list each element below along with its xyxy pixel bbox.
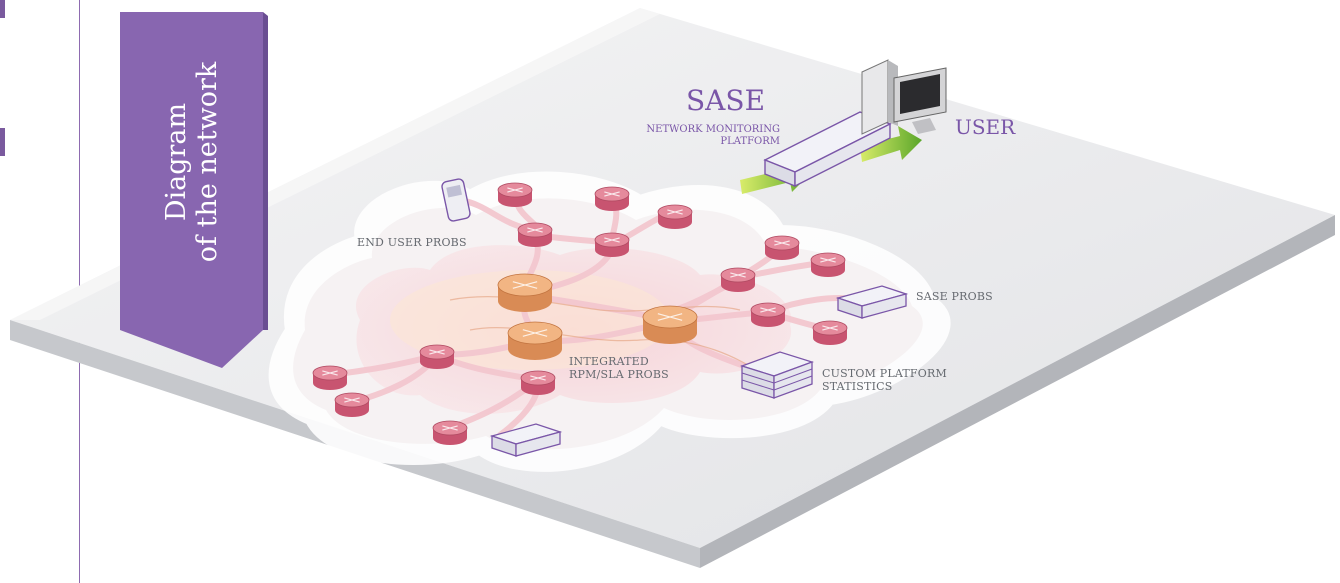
edge-marker-top [0, 0, 5, 18]
router-icon [812, 320, 848, 345]
router-icon [764, 235, 800, 260]
sase-subtitle-line1: NETWORK MONITORING [646, 124, 780, 135]
router-icon [720, 267, 756, 292]
sase-appliance-icon [763, 111, 892, 188]
mobile-phone-icon [441, 178, 471, 222]
router-icon [594, 186, 630, 211]
router-icon [517, 222, 553, 247]
sase-probs-label: SASE PROBS [916, 290, 993, 303]
sase-probe-server-icon [835, 285, 909, 319]
user-label: USER [955, 115, 1016, 139]
sase-subtitle: NETWORK MONITORING PLATFORM [600, 124, 780, 148]
integrated-probs-label-line2: RPM/SLA PROBS [569, 368, 669, 381]
router-icon [520, 370, 556, 395]
custom-platform-rack-icon [739, 351, 815, 399]
router-nodes [312, 182, 848, 445]
sase-subtitle-line2: PLATFORM [720, 136, 780, 147]
router-icon [432, 420, 468, 445]
custom-platform-label-line2: STATISTICS [822, 380, 893, 393]
user-computer-icon [861, 59, 947, 135]
core-router-icon [642, 305, 698, 344]
router-icon [312, 365, 348, 390]
sase-title: SASE [686, 84, 766, 117]
banner-ribbon [120, 12, 268, 368]
end-user-probs-label: END USER PROBS [357, 236, 467, 249]
banner-title: Diagram of the network [122, 12, 262, 312]
router-icon [594, 232, 630, 257]
core-router-icon [497, 273, 553, 312]
router-icon [497, 182, 533, 207]
core-router-icon [507, 321, 563, 360]
core-router-nodes [497, 273, 698, 360]
router-icon [750, 302, 786, 327]
banner-title-line1: Diagram [161, 102, 193, 222]
banner-title-line2: of the network [192, 61, 224, 263]
custom-platform-statistics-label: CUSTOM PLATFORM STATISTICS [822, 367, 947, 393]
edge-probe-server-icon [489, 423, 563, 457]
integrated-probs-label: INTEGRATED RPM/SLA PROBS [569, 355, 669, 381]
custom-platform-label-line1: CUSTOM PLATFORM [822, 367, 947, 380]
edge-marker-mid [0, 128, 5, 156]
router-icon [334, 392, 370, 417]
integrated-probs-label-line1: INTEGRATED [569, 355, 649, 368]
router-icon [810, 252, 846, 277]
router-icon [657, 204, 693, 229]
router-icon [419, 344, 455, 369]
